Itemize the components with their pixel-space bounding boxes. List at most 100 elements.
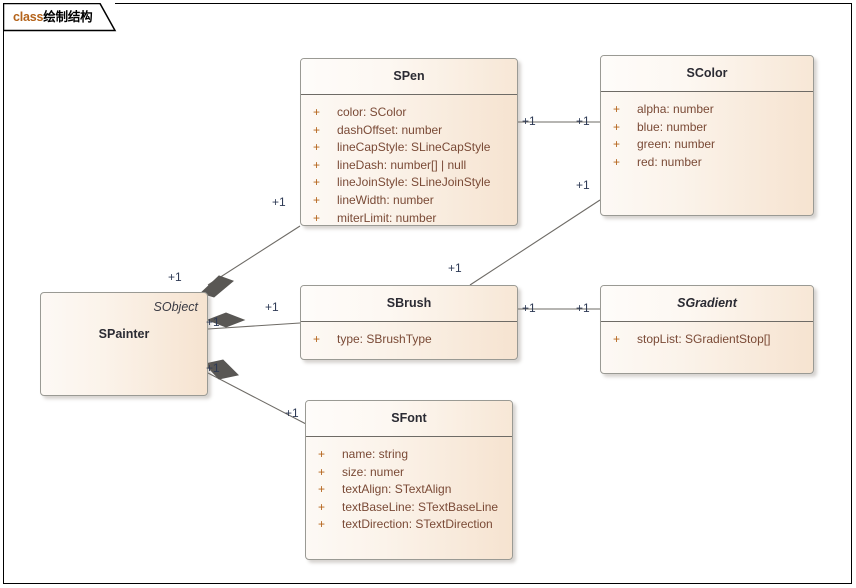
connector-painter-font[interactable] [207,372,307,425]
uml-attribute: + stopList: SGradientStop[] [601,331,813,349]
uml-attribute: + lineJoinStyle: SLineJoinStyle [301,174,517,192]
uml-attribute: + miterLimit: number [301,210,517,225]
uml-class-header-scolor: SColor [601,56,813,92]
visibility-marker: + [318,464,326,479]
uml-class-sfont[interactable]: SFont + name: string + size: numer + textAlign… [305,400,513,560]
uml-attribute-list-scolor: + alpha: number + blue: number + green: numbe… [601,92,813,171]
multiplicity-label: +1 [168,270,182,284]
multiplicity-label: +1 [285,406,299,420]
uml-class-sbrush[interactable]: SBrush + type: SBrushType [300,285,518,360]
uml-class-spen[interactable]: SPen + color: SColor + dashOffset: number + li… [300,58,518,226]
composition-diamond-brush [206,312,246,328]
uml-class-header-sbrush: SBrush [301,286,517,322]
uml-attribute: + lineCapStyle: SLineCapStyle [301,139,517,157]
composition-diamond-font [204,359,240,380]
visibility-marker: + [313,122,321,137]
attribute-signature: miterLimit: number [337,210,437,225]
connector-painter-brush[interactable] [207,322,301,330]
multiplicity-label: +1 [265,300,279,314]
visibility-marker: + [318,447,326,461]
uml-stereotype-spainter: SObject [153,300,198,314]
uml-class-header-spen: SPen [301,59,517,95]
uml-class-name-sbrush: SBrush [386,296,432,310]
multiplicity-label: +1 [576,114,590,128]
uml-attribute: + textBaseLine: STextBaseLine [306,499,512,517]
uml-attribute-list-sbrush: + type: SBrushType [301,322,517,349]
visibility-marker: + [318,517,326,532]
attribute-signature: green: number [637,137,716,152]
multiplicity-label: +1 [522,301,536,315]
uml-class-name-spainter: SPainter [98,327,150,341]
multiplicity-label: +1 [522,114,536,128]
attribute-signature: dashOffset: number [337,122,443,137]
composition-diamond-pen [200,275,234,298]
visibility-marker: + [313,105,321,119]
uml-class-name-scolor: SColor [686,66,728,80]
uml-attribute: + lineWidth: number [301,192,517,210]
uml-attribute: +red: number [601,154,813,172]
uml-attribute: + type: SBrushType [301,331,517,349]
diagram-title: class绘制结构 [13,9,93,25]
multiplicity-label: +1 [576,301,590,315]
visibility-marker: + [313,140,321,155]
attribute-signature: alpha: number [637,102,714,116]
multiplicity-label: +1 [206,361,220,375]
visibility-marker: + [313,175,321,190]
uml-attribute: + blue: number [601,119,813,137]
attribute-signature: stopList: SGradientStop[] [637,332,771,346]
uml-class-sgradient[interactable]: SGradient + stopList: SGradientStop[] [600,285,814,374]
visibility-marker: + [613,119,621,134]
attribute-signature: blue: number [637,119,708,134]
visibility-marker: + [318,499,326,514]
uml-attribute: + name: string [306,446,512,464]
uml-attribute: + textAlign: STextAlign [306,481,512,499]
multiplicity-label: +1 [576,178,590,192]
connector-brush-color[interactable] [469,199,601,286]
uml-attribute: +textDirection: STextDirection [306,516,512,534]
uml-class-header-sgradient: SGradient [601,286,813,322]
multiplicity-label: +1 [272,195,286,209]
visibility-marker: + [318,482,326,497]
attribute-signature: name: string [342,447,409,461]
uml-class-name-sgradient: SGradient [677,296,737,310]
visibility-marker: + [613,332,621,346]
uml-attribute-list-sgradient: + stopList: SGradientStop[] [601,322,813,349]
attribute-signature: type: SBrushType [337,332,432,346]
diagram-keyword: class [13,10,44,24]
attribute-signature: color: SColor [337,105,407,119]
attribute-signature: lineWidth: number [337,192,434,207]
attribute-signature: lineDash: number[] | null [337,157,467,172]
diagram-frame-tab: class绘制结构 [3,3,117,32]
uml-class-scolor[interactable]: SColor + alpha: number + blue: number + green:… [600,55,814,216]
connector-painter-pen[interactable] [207,225,301,286]
uml-attribute: + color: SColor [301,104,517,122]
uml-attribute-list-spen: + color: SColor + dashOffset: number + lineCa… [301,95,517,225]
attribute-signature: red: number [637,154,702,169]
uml-attribute: + size: numer [306,464,512,482]
uml-attribute: + green: number [601,136,813,154]
attribute-signature: lineJoinStyle: SLineJoinStyle [337,175,491,190]
attribute-signature: lineCapStyle: SLineCapStyle [337,140,491,155]
visibility-marker: + [313,192,321,207]
diagram-title-text: 绘制结构 [43,10,93,24]
uml-attribute: + alpha: number [601,101,813,119]
visibility-marker: + [613,102,621,116]
attribute-signature: size: numer [342,464,405,479]
visibility-marker: + [313,210,321,225]
uml-class-header-sfont: SFont [306,401,512,437]
uml-attribute-list-sfont: + name: string + size: numer + textAlign: STe… [306,437,512,534]
visibility-marker: + [613,137,621,152]
uml-attribute: + lineDash: number[] | null [301,157,517,175]
attribute-signature: textBaseLine: STextBaseLine [342,499,499,514]
visibility-marker: + [313,157,321,172]
uml-class-name-spen: SPen [393,69,425,83]
uml-attribute: + dashOffset: number [301,122,517,140]
uml-class-name-sfont: SFont [391,411,427,425]
attribute-signature: textAlign: STextAlign [342,482,452,497]
visibility-marker: + [313,332,321,346]
multiplicity-label: +1 [448,261,462,275]
